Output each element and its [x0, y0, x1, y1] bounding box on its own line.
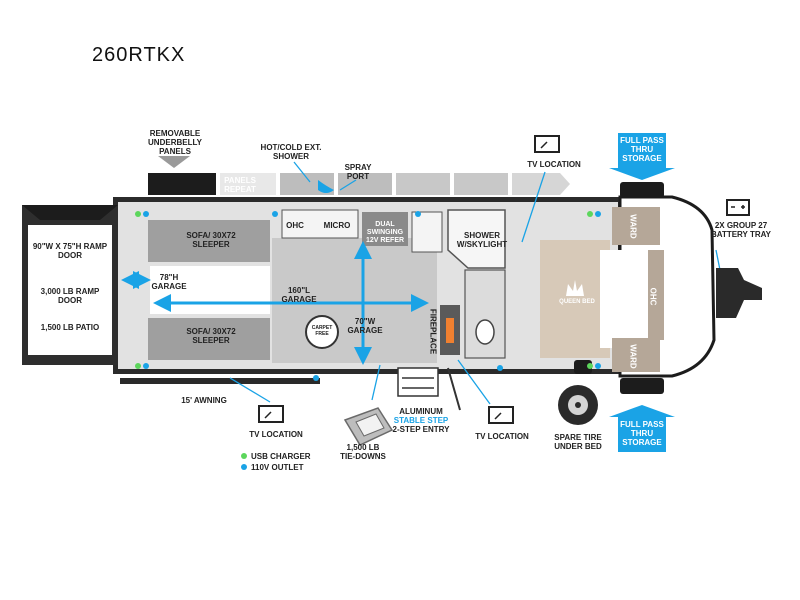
- queen-bed-label: QUEEN BED: [559, 299, 595, 305]
- tv-location-bottom-right-label: TV LOCATION: [475, 432, 529, 441]
- wardrobe-bottom: [612, 338, 660, 372]
- garage-78-label: 78"H GARAGE: [151, 273, 187, 291]
- legend-outlet-label: 110V OUTLET: [251, 463, 304, 472]
- battery-icon: [726, 199, 750, 216]
- awning: [120, 378, 320, 384]
- entry-step: [397, 367, 439, 397]
- ward-bottom-label: WARD: [628, 344, 638, 369]
- tv-location-bottom-left-label: TV LOCATION: [249, 430, 303, 439]
- refer-label: DUAL SWINGING 12V REFER: [365, 221, 405, 244]
- sofa-top-label: SOFA/ 30x72 SLEEPER: [186, 231, 236, 249]
- awning-label: 15' AWNING: [181, 396, 227, 405]
- shower-head-icon: [318, 180, 334, 193]
- sofa-bottom: [148, 318, 270, 360]
- ramp-door-size-label: 90"W x 75"H RAMP DOOR: [32, 242, 108, 260]
- storage-arrow-bottom: [609, 405, 675, 452]
- storage-arrow-top: [609, 133, 675, 180]
- ohc-bed-label: OHC: [648, 287, 658, 306]
- carpet-free-badge: [305, 315, 339, 349]
- garage-70-label: 70"W GARAGE: [347, 317, 383, 335]
- down-arrow-icon: [158, 156, 190, 168]
- battery-tray-label: 2X GROUP 27 BATTERY TRAY: [710, 221, 771, 239]
- sink-icon: [411, 211, 443, 253]
- full-pass-top-label: FULL PASS THRU STORAGE: [620, 136, 664, 163]
- bathroom: [464, 269, 506, 359]
- hitch: [716, 268, 762, 318]
- usb-charger-dot: [241, 453, 247, 459]
- shower-label: SHOWER w/SKYLIGHT: [456, 231, 508, 249]
- garage-160-label: 160"L GARAGE: [281, 286, 317, 304]
- full-pass-bottom-label: FULL PASS THRU STORAGE: [620, 420, 664, 447]
- stable-step-label: STABLE STEP: [393, 416, 449, 425]
- spare-tire-label: SPARE TIRE UNDER BED: [554, 433, 602, 451]
- hot-cold-shower-label: HOT/COLD EXT. SHOWER: [260, 143, 322, 161]
- two-step-entry-label: 2-STEP ENTRY: [392, 425, 450, 434]
- fireplace-label: FIREPLACE: [428, 308, 438, 355]
- legend-usb-label: USB CHARGER: [251, 452, 311, 461]
- patio-label: 1,500 LB PATIO: [40, 323, 100, 332]
- ohc-kitchen-label: OHC: [286, 221, 304, 230]
- wardrobe-top: [612, 207, 660, 245]
- ramp-door-weight-label: 3,000 LB RAMP DOOR: [40, 287, 100, 305]
- refer: [362, 212, 408, 246]
- bed-ohc: [648, 250, 664, 340]
- tv-icon: [258, 405, 284, 423]
- crown-icon: [566, 280, 584, 296]
- kitchen-counter: [281, 209, 359, 239]
- aluminum-label: ALUMINUM: [399, 407, 443, 416]
- queen-bed: [540, 240, 610, 358]
- toilet-icon: [475, 319, 495, 345]
- underbelly-panels-label: REMOVABLE UNDERBELLY PANELS: [148, 129, 202, 156]
- sofa-bottom-label: SOFA/ 30x72 SLEEPER: [186, 327, 236, 345]
- tv-icon: [534, 135, 560, 153]
- underbelly-panel-strip: [148, 173, 570, 195]
- micro-label: MICRO: [323, 221, 351, 230]
- spray-port-label: SPRAY PORT: [344, 163, 372, 181]
- ward-top-label: WARD: [628, 214, 638, 239]
- outlet-dot: [241, 464, 247, 470]
- carpet-free-label: CARPET FREE: [311, 325, 333, 337]
- tie-down-icon: [343, 407, 394, 446]
- model-title: 260RTKX: [92, 44, 186, 66]
- tv-location-top-label: TV LOCATION: [527, 160, 581, 169]
- sofa-top: [148, 220, 270, 262]
- tie-downs-label: 1,500 LB TIE-DOWNS: [340, 443, 386, 461]
- tv-icon: [488, 406, 514, 424]
- panels-repeat-label: PANELS REPEAT: [224, 176, 256, 194]
- shower: [447, 209, 506, 269]
